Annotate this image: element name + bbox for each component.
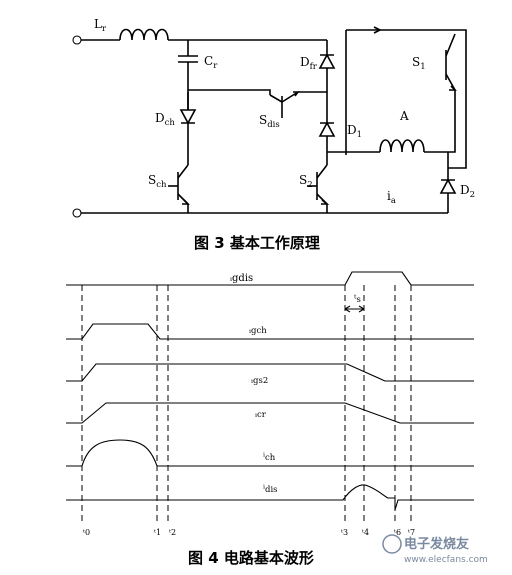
diode-d2 [439,178,457,194]
waveform-gdis [66,271,474,286]
right-loop-outer [346,29,467,169]
watermark: 电子发烧友 www.elecfans.com [382,534,488,565]
label-cr: ᵢcr [255,409,267,420]
circuit-diagram: Lr Cr Dch Sch Sdis Dfr D1 S2 A S1 D2 ia … [72,17,475,252]
label-cr: Cr [204,54,218,71]
tick-t0: ᵗ0 [83,528,90,537]
waveform-caption: 图 4 电路基本波形 [188,549,314,567]
label-s2: S2 [299,173,313,190]
watermark-text: 电子发烧友 [404,536,469,552]
tick-t3: ᵗ3 [341,528,348,537]
label-d2: D2 [460,183,475,200]
label-a: A [399,109,409,123]
label-ts: ᵗs [354,294,361,305]
circuit-caption: 图 3 基本工作原理 [194,234,320,252]
watermark-url: www.elecfans.com [404,555,488,565]
current-arrow [373,26,382,34]
capacitor-cr [178,55,198,63]
transistor-s1-arrow [449,85,457,91]
tick-t7: ᵗ7 [408,528,415,537]
inductor-lr [119,28,169,41]
tick-t4: ᵗ4 [362,528,369,537]
transistor-s1-legs [445,33,456,91]
waveform-gs2 [66,363,474,382]
diode-dfr [318,53,336,69]
input-terminal-top [72,35,82,45]
label-gch: ᵢgch [249,325,267,336]
diode-dch [179,109,197,125]
inductor-a [379,139,425,153]
waveform-diagram: ᵢgdis ᵗs ᵢgch ᵢgs2 ᵢcr ⁱch ⁱdis ᵗ0 ᵗ1 ᵗ2… [66,271,474,567]
label-sdis: Sdis [259,113,280,130]
tick-t6: ᵗ6 [394,528,401,537]
label-ia: ia [387,189,396,206]
label-gdis: ᵢgdis [230,273,253,284]
input-terminal-bottom [72,208,82,218]
time-markers [81,285,412,523]
label-dfr: Dfr [300,55,318,72]
transistor-s2-legs [316,164,328,205]
label-s1: S1 [412,55,426,72]
transistor-sdis-leg-in [269,94,283,103]
waveform-dis [66,484,474,511]
tick-t2: ᵗ2 [169,528,176,537]
label-gs2: ᵢgs2 [251,375,268,386]
label-dch: Dch [155,111,175,128]
transistor-sch-arrow [182,199,190,205]
waveform-cr [66,402,474,424]
transistor-sch-legs [177,164,189,205]
transistor-sdis-leg-out [281,91,299,103]
sdis-left-wire [188,89,271,95]
s1-lead-bottom [448,90,456,153]
label-sch: Sch [148,173,167,190]
ts-arrow [344,305,365,313]
label-d1: D1 [347,123,362,140]
label-ch: ⁱch [263,452,276,463]
label-dis: ⁱdis [263,484,278,495]
diode-d1 [318,121,336,137]
waveform-gch [66,323,474,340]
label-lr: Lr [94,17,107,34]
watermark-logo-icon [382,534,402,554]
waveform-ch [66,439,474,467]
tick-t1: ᵗ1 [154,528,161,537]
